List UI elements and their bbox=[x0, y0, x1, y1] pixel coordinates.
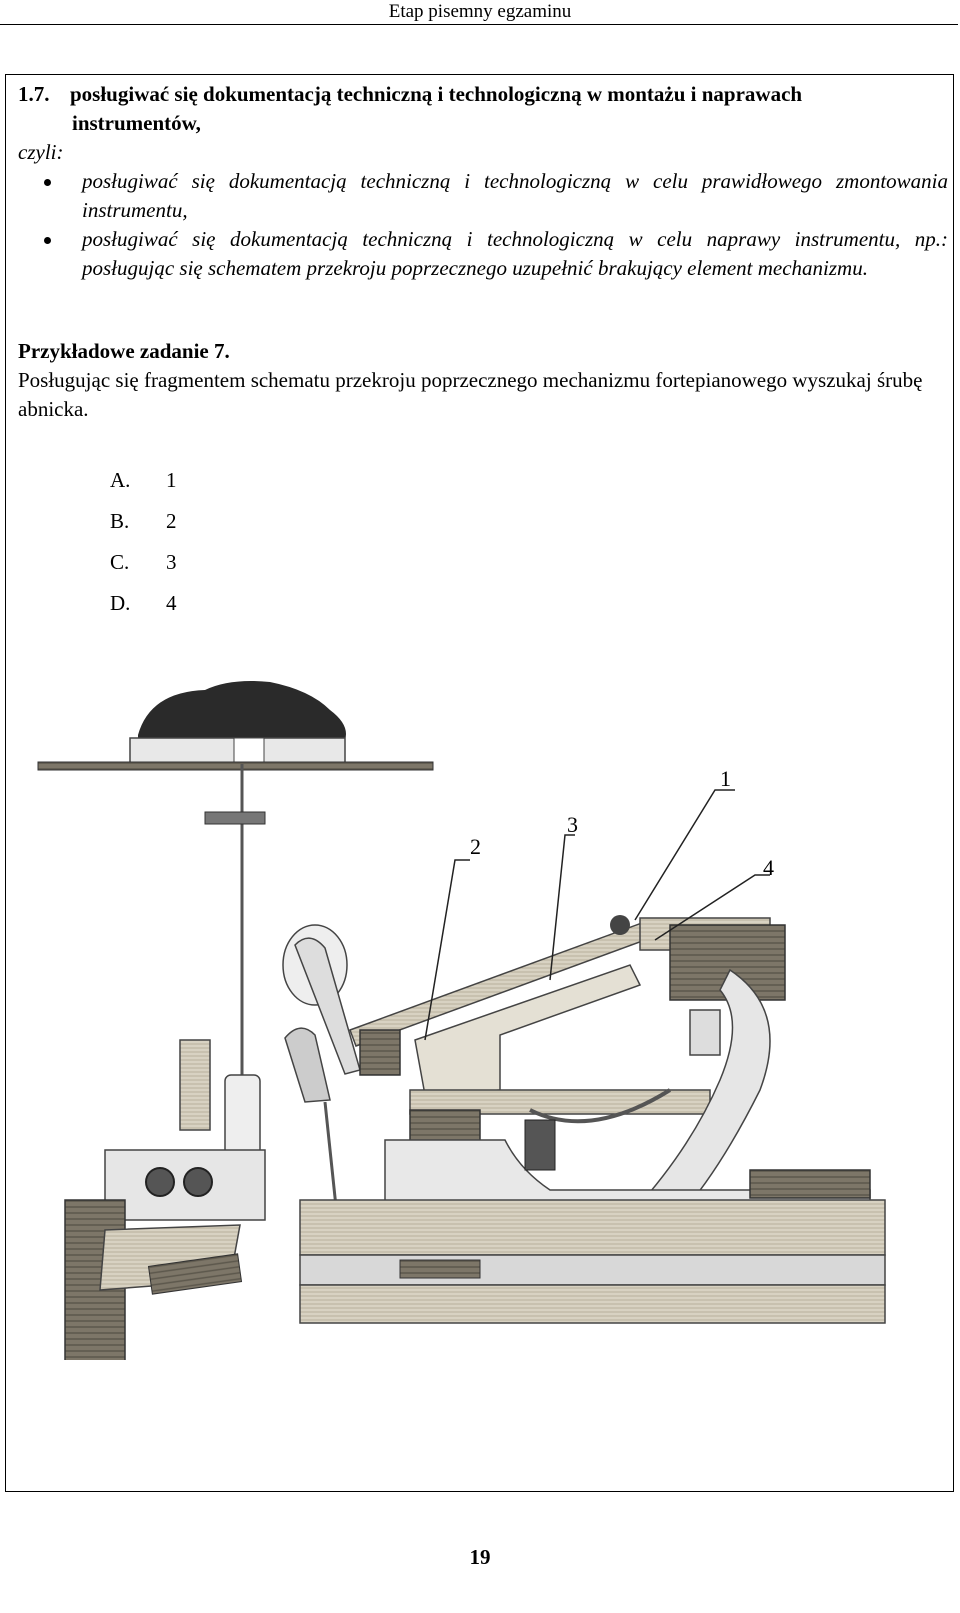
answer-value: 4 bbox=[166, 591, 177, 615]
list-item: posługiwać się dokumentacją techniczną i… bbox=[40, 167, 948, 225]
answer-option-d: D. 4 bbox=[110, 583, 177, 624]
bullet-icon bbox=[44, 237, 51, 244]
answer-value: 2 bbox=[166, 509, 177, 533]
hammer bbox=[282, 924, 361, 1246]
answer-letter: A. bbox=[110, 468, 131, 492]
answer-letter: B. bbox=[110, 509, 130, 533]
section-title-line1: posługiwać się dokumentacją techniczną i… bbox=[70, 82, 803, 106]
hammer-flange-rail bbox=[628, 917, 786, 1216]
page-number: 19 bbox=[469, 1545, 491, 1569]
bullet-icon bbox=[44, 179, 51, 186]
damper-rail-rod bbox=[37, 761, 434, 771]
section-title-line2: instrumentów, bbox=[72, 111, 201, 135]
section-title: 1.7. posługiwać się dokumentacją technicz… bbox=[18, 80, 948, 138]
answer-letter: D. bbox=[110, 591, 131, 615]
key-frame bbox=[299, 1119, 886, 1324]
answer-option-a: A. 1 bbox=[110, 460, 177, 501]
task-frame bbox=[5, 74, 954, 1492]
task-title: Przykładowe zadanie 7. bbox=[18, 339, 230, 363]
callout-label-1: 1 bbox=[720, 766, 731, 791]
answer-value: 1 bbox=[166, 468, 177, 492]
answer-option-c: C. 3 bbox=[110, 542, 177, 583]
callout-label-3: 3 bbox=[567, 812, 578, 837]
leader-lines bbox=[424, 789, 770, 1041]
answer-option-b: B. 2 bbox=[110, 501, 177, 542]
list-item-text: posługiwać się dokumentacją techniczną i… bbox=[82, 227, 948, 280]
callout-labels: 1 2 3 4 bbox=[470, 766, 774, 880]
hammer-shank bbox=[349, 919, 657, 1076]
list-item-text: posługiwać się dokumentacją techniczną i… bbox=[82, 169, 948, 222]
section-number: 1.7. bbox=[18, 82, 50, 106]
task-text: Posługując się fragmentem schematu przek… bbox=[18, 368, 923, 421]
damper-head bbox=[129, 681, 346, 765]
piano-mechanism-diagram: 1 2 3 4 bbox=[37, 681, 886, 1360]
page-header: Etap pisemny egzaminu bbox=[388, 1, 572, 22]
callout-label-4: 4 bbox=[763, 855, 774, 880]
skills-list: posługiwać się dokumentacją techniczną i… bbox=[40, 167, 948, 283]
damper-lever-block bbox=[64, 1039, 266, 1360]
czyli-label: czyli: bbox=[18, 140, 64, 164]
answer-value: 3 bbox=[166, 550, 177, 574]
list-item: posługiwać się dokumentacją techniczną i… bbox=[40, 225, 948, 283]
answer-letter: C. bbox=[110, 550, 130, 574]
answer-options: A. 1 B. 2 C. 3 D. 4 bbox=[110, 460, 177, 624]
header-rule bbox=[0, 24, 958, 25]
callout-label-2: 2 bbox=[470, 834, 481, 859]
